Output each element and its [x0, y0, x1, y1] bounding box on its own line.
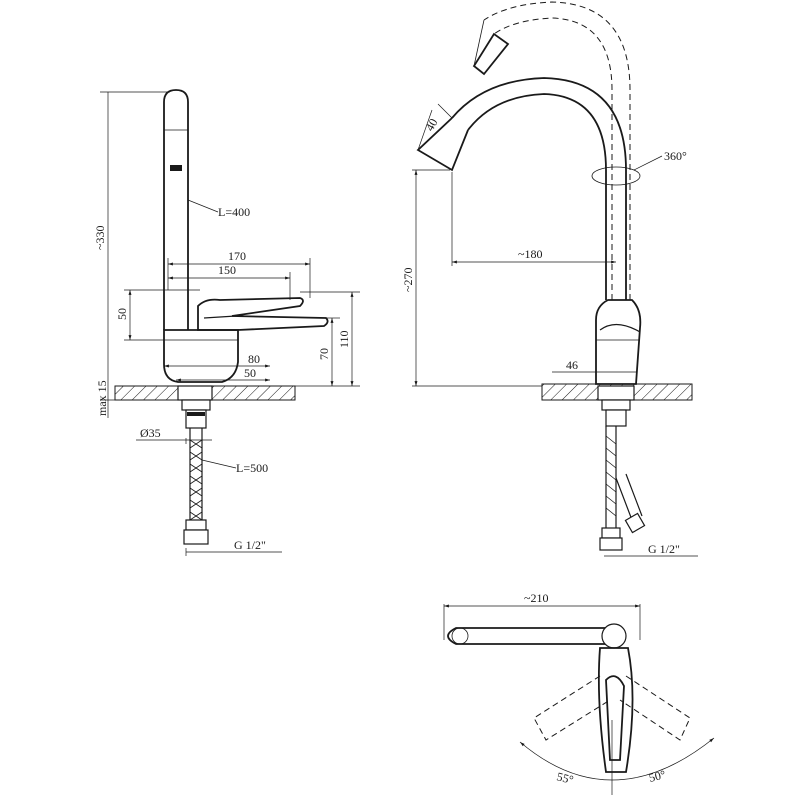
- top-angle50-label: 50°: [647, 767, 667, 785]
- front-length-label: L=400: [218, 205, 250, 219]
- side-rotation-label: 360°: [664, 149, 687, 163]
- side-height-label: ~270: [401, 268, 415, 293]
- front-thread-label: G 1/2": [234, 538, 266, 552]
- side-dim46-label: 46: [566, 358, 578, 372]
- front-dim70-label: 70: [317, 348, 331, 360]
- front-mount-nut: [177, 385, 213, 401]
- top-angle55-label: 55°: [555, 769, 575, 787]
- side-faucet-body: [595, 299, 642, 385]
- front-view: L=400 ~330 170 150 50 70 110 80 50 max 1…: [93, 89, 360, 556]
- front-width170-label: 170: [228, 249, 246, 263]
- side-rotation-ellipse: [591, 166, 641, 186]
- front-spout: [163, 89, 189, 330]
- side-thread-label: G 1/2": [648, 542, 680, 556]
- front-hose: [183, 428, 209, 545]
- side-hoses: [599, 426, 646, 551]
- front-diameter-label: Ø35: [140, 426, 161, 440]
- front-dim80-label: 80: [248, 352, 260, 366]
- front-dim50-label: 50: [115, 308, 129, 320]
- side-view: 40 360° ~270 ~180 46 G 1/2": [401, 1, 698, 557]
- front-hose-label: L=500: [236, 461, 268, 475]
- top-view: ~210 55° 50°: [443, 591, 715, 795]
- front-faucet-body: [163, 329, 239, 383]
- front-max15-label: max 15: [95, 380, 109, 416]
- side-reach-label: ~180: [518, 247, 543, 261]
- front-dim50b-label: 50: [244, 366, 256, 380]
- front-dim110-label: 110: [337, 330, 351, 348]
- top-faucet-body: [597, 647, 634, 773]
- side-spout-alt-position: [493, 17, 613, 300]
- top-rotation-arc: [519, 737, 715, 781]
- top-spout: [447, 627, 622, 645]
- front-lever: [197, 297, 329, 331]
- front-height-label: ~330: [93, 226, 107, 251]
- front-width150-label: 150: [218, 263, 236, 277]
- side-spout: [467, 93, 607, 300]
- top-width-label: ~210: [524, 591, 549, 605]
